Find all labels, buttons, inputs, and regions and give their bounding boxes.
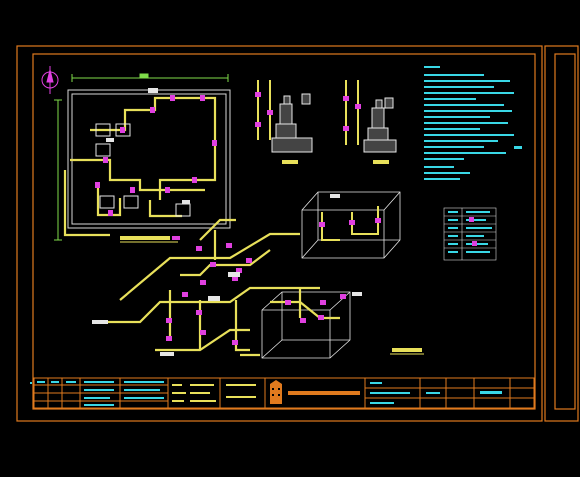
isometric-system-upper bbox=[301, 191, 401, 259]
building-logo-icon bbox=[270, 380, 282, 404]
elevation-detail-right bbox=[343, 80, 397, 164]
isometric-system-lower bbox=[92, 218, 424, 359]
company-name-text bbox=[288, 391, 360, 395]
legend-table bbox=[443, 207, 497, 261]
side-revision-table bbox=[30, 382, 32, 384]
elevation-detail-left bbox=[255, 80, 313, 164]
drawing-frame bbox=[16, 45, 579, 422]
top-band bbox=[0, 0, 580, 40]
north-arrow-icon bbox=[41, 66, 59, 94]
design-notes-block bbox=[424, 66, 522, 180]
plan-view bbox=[54, 73, 231, 243]
title-block bbox=[33, 377, 535, 409]
